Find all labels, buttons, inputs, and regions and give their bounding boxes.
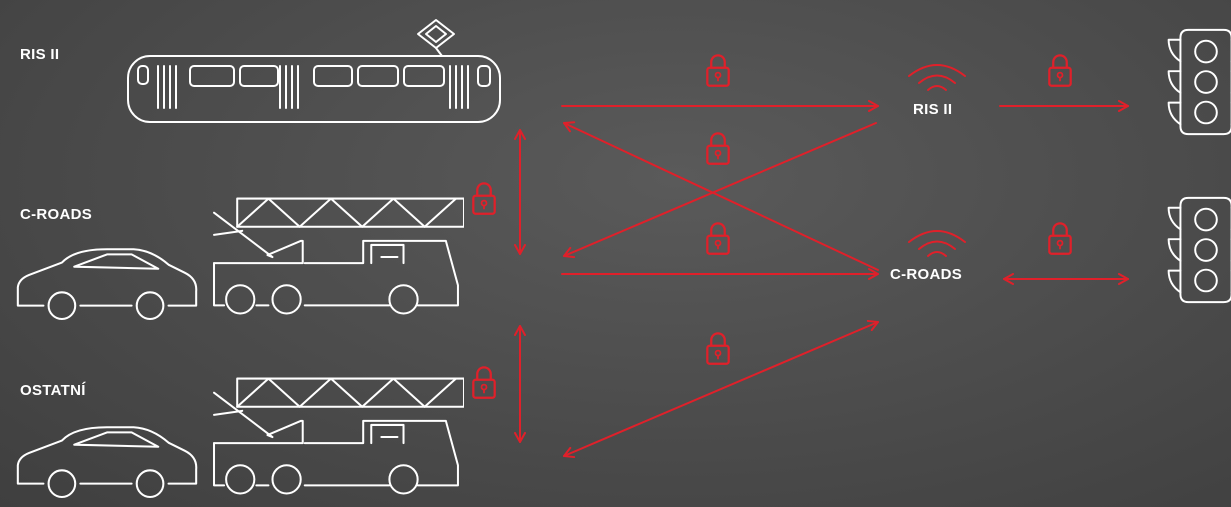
- lock-icon: [473, 367, 494, 397]
- traffic-light-icon: [1169, 198, 1231, 302]
- lock-icon: [707, 223, 728, 253]
- lock-icon: [473, 183, 494, 213]
- tram-icon: [128, 20, 500, 122]
- lock-icon: [707, 55, 728, 85]
- fire-truck-icon: [214, 199, 464, 314]
- lock-icon: [1049, 55, 1070, 85]
- lock-icon: [707, 333, 728, 363]
- wireless-signal-icon: [909, 65, 965, 90]
- car-icon: [18, 427, 196, 497]
- fire-truck-icon: [214, 379, 464, 494]
- car-icon: [18, 249, 196, 319]
- lock-icon: [1049, 223, 1070, 253]
- lock-icon: [707, 133, 728, 163]
- wireless-signal-icon: [909, 231, 965, 256]
- arrow-other-croads: [564, 322, 878, 456]
- traffic-light-icon: [1169, 30, 1231, 134]
